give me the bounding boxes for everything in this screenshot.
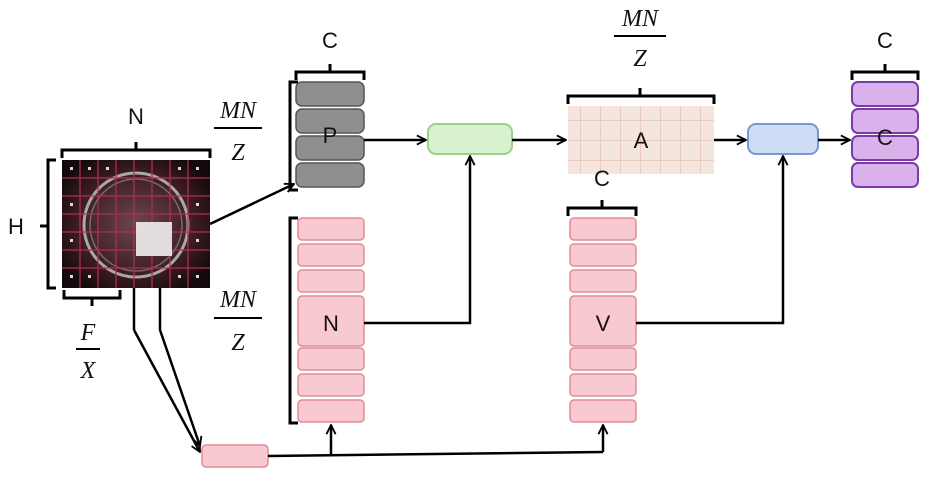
out-width-bracket — [850, 64, 920, 80]
a-width-denominator: Z — [633, 46, 647, 72]
p-width-label: C — [322, 28, 338, 53]
patch-width-denominator: X — [80, 358, 97, 384]
v-width-label: C — [594, 166, 610, 191]
output-stack-label: C — [877, 125, 893, 150]
arrow-image-to-bottom-box-1b — [132, 329, 202, 452]
p-width-bracket — [294, 64, 366, 80]
arrow-image-to-p — [209, 182, 294, 226]
arrow-image-to-bottom-box-2b — [158, 329, 200, 446]
n-stack — [297, 217, 365, 423]
line-bottom-box-out — [267, 450, 604, 458]
input-image — [62, 160, 210, 288]
connectors — [132, 140, 850, 458]
p-rows-denominator: Z — [231, 140, 245, 166]
n-rows-denominator: Z — [231, 330, 245, 356]
image-height-label: H — [8, 214, 24, 239]
out-width-label: C — [877, 28, 893, 53]
p-stack — [295, 81, 365, 188]
blue-operation-box — [747, 123, 819, 155]
patch-width-bracket — [62, 290, 122, 306]
a-width-numerator: MN — [621, 6, 660, 32]
image-width-bracket — [60, 142, 212, 158]
arrow-v-to-blue — [636, 156, 783, 325]
image-height-bracket — [40, 158, 56, 290]
output-stack — [851, 81, 919, 188]
bottom-operation-box — [201, 444, 269, 468]
a-matrix — [568, 106, 714, 174]
arrow-n-to-green — [364, 156, 470, 325]
patch-width-numerator: F — [80, 320, 96, 346]
n-rows-numerator: MN — [219, 287, 258, 313]
v-stack-label: V — [596, 311, 611, 336]
n-rows-bracket — [288, 216, 298, 425]
a-width-bracket — [566, 88, 716, 104]
p-stack-label: P — [323, 123, 338, 148]
p-rows-numerator: MN — [219, 98, 258, 124]
image-width-label: N — [128, 104, 144, 129]
a-matrix-label: A — [634, 128, 649, 153]
n-stack-label: N — [323, 311, 339, 336]
v-width-bracket — [566, 200, 638, 216]
v-stack — [569, 217, 637, 423]
green-operation-box — [427, 123, 513, 155]
